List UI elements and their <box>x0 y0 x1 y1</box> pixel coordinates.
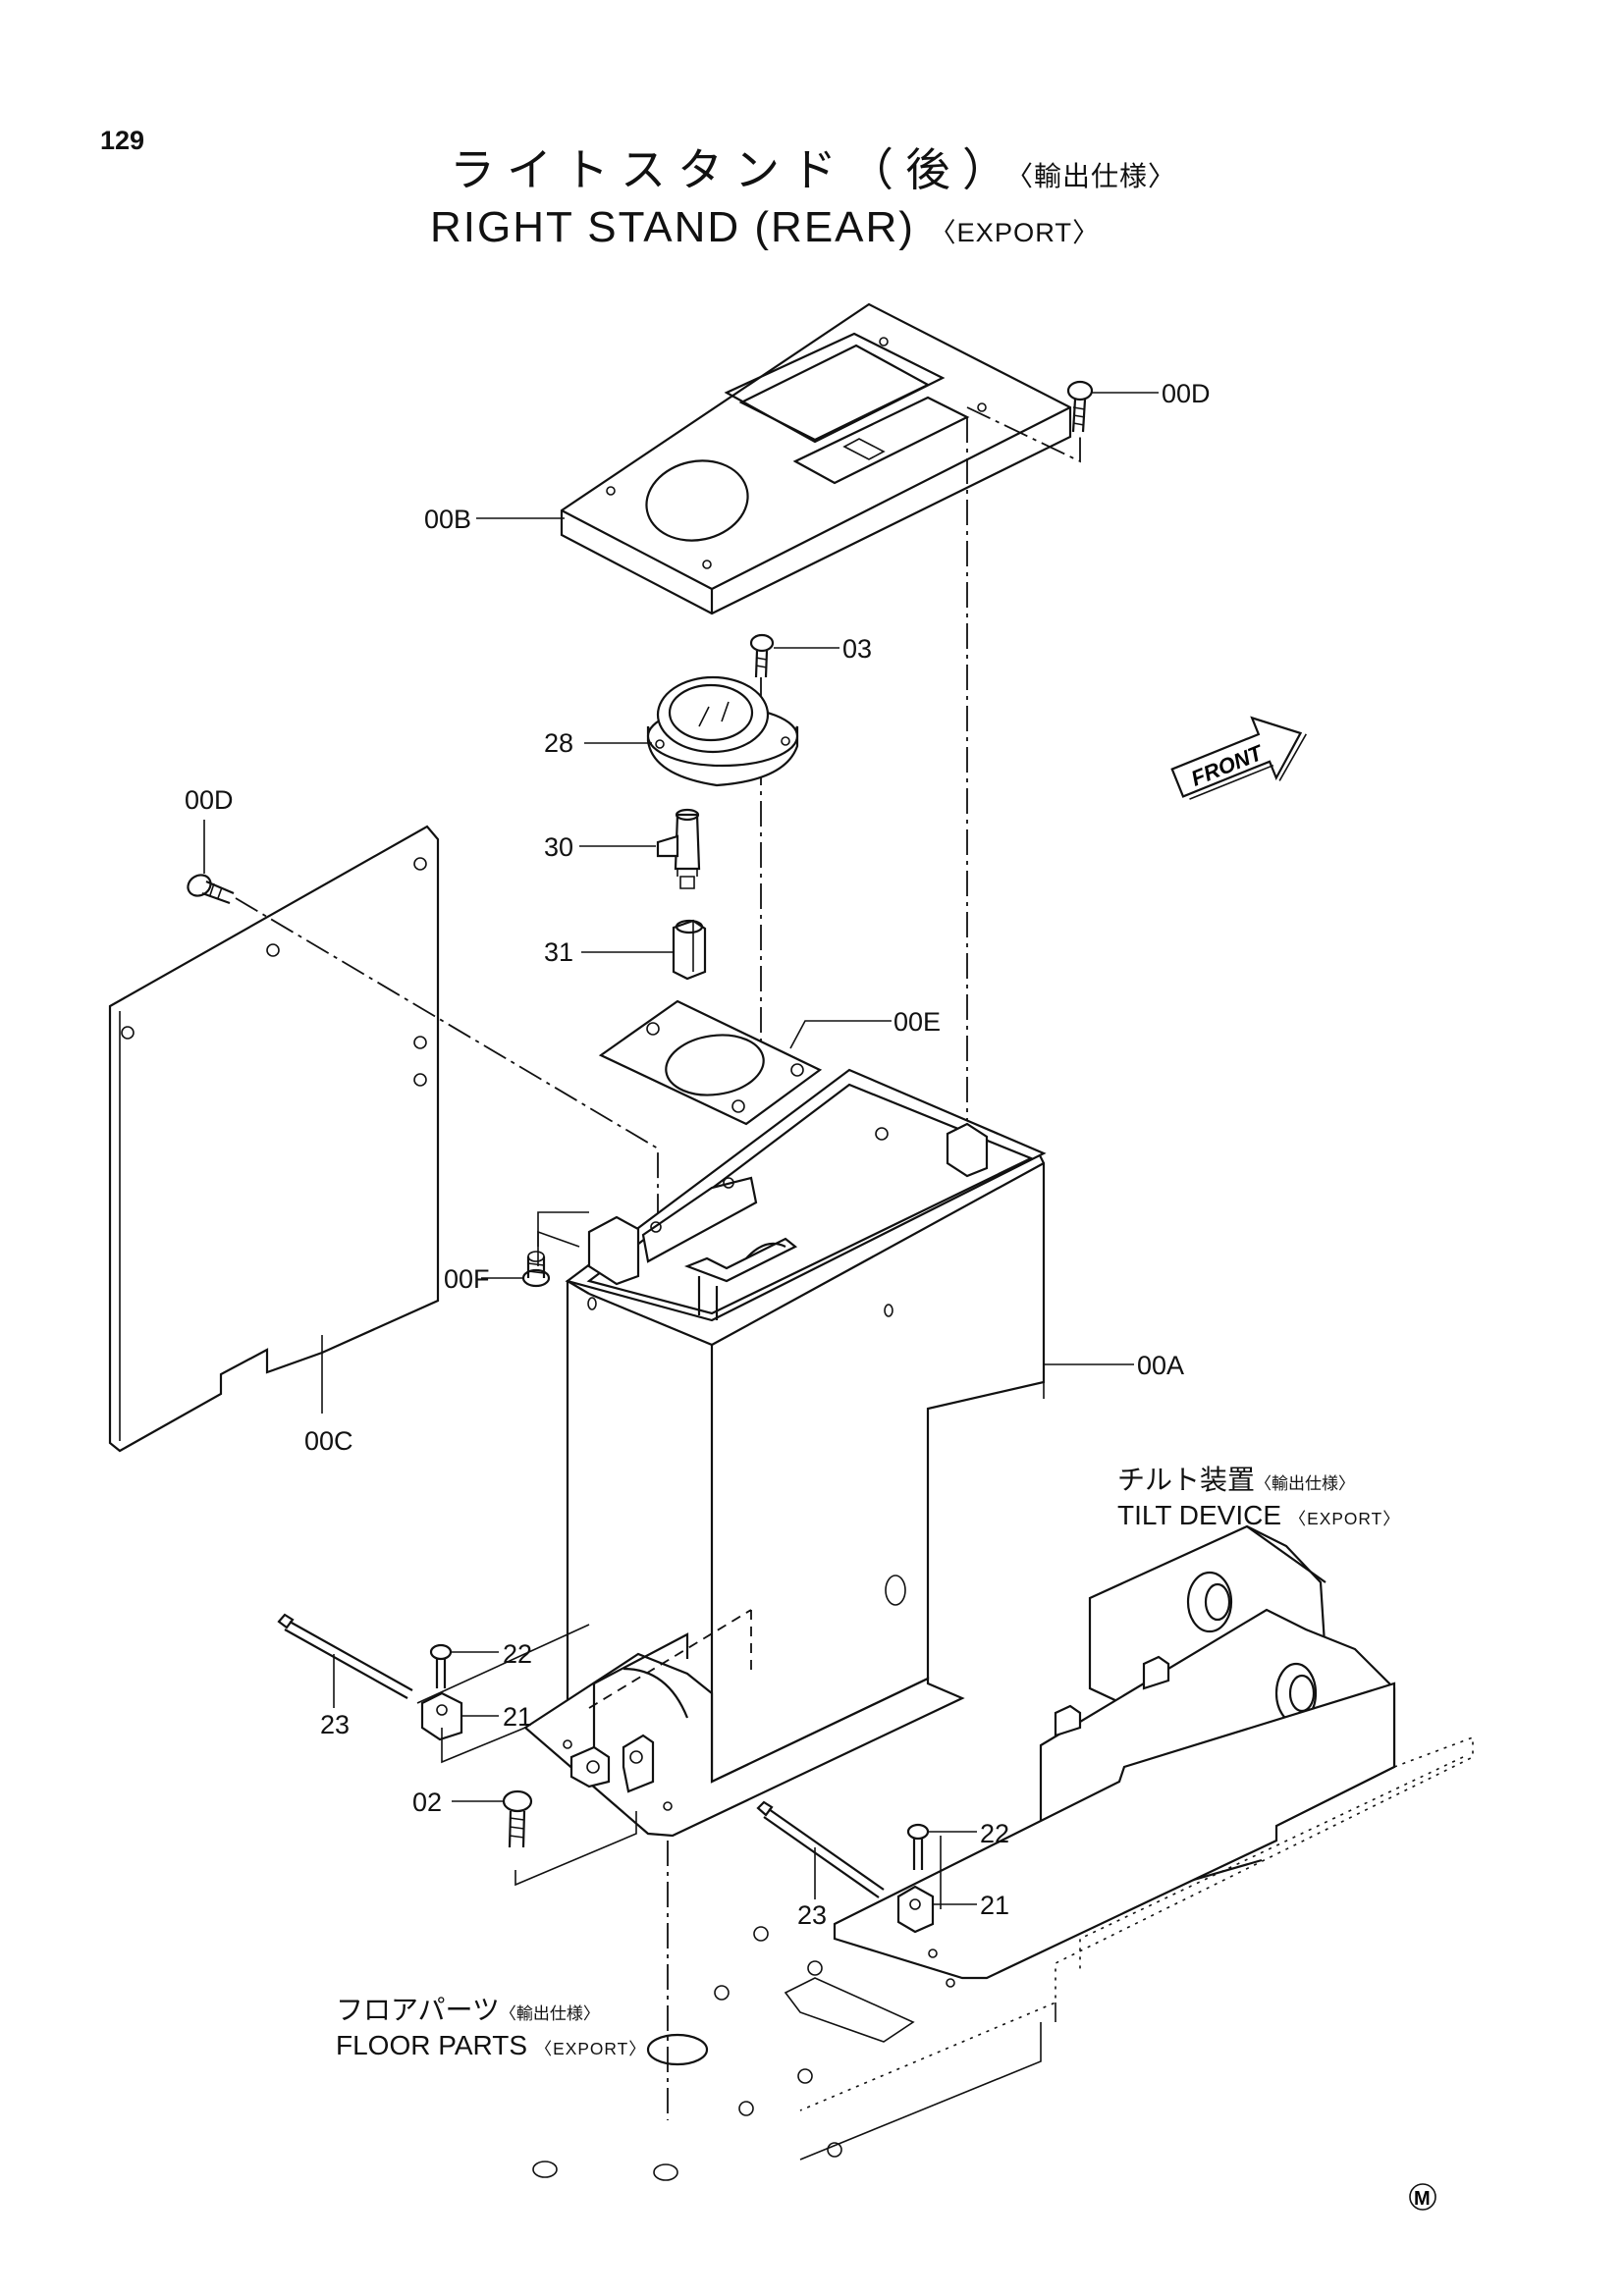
part-label-22-right: 22 <box>980 1819 1010 1848</box>
centerline-00d-left <box>235 897 659 1222</box>
callout-tilt-device-en-main: TILT DEVICE <box>1117 1500 1282 1530</box>
callout-tilt-device-en-suffix: 〈EXPORT〉 <box>1288 1509 1401 1528</box>
tie-line-left <box>416 1624 590 1704</box>
callout-floor-parts-en-main: FLOOR PARTS <box>336 2030 528 2060</box>
front-arrow-icon: FRONT <box>1170 716 1307 800</box>
part-label-00f: 00F <box>444 1264 490 1294</box>
corner-mark-letter: M <box>1414 2188 1431 2210</box>
leader-00e <box>789 1020 892 1049</box>
part-label-00c: 00C <box>304 1426 353 1456</box>
callout-floor-parts-en: FLOOR PARTS 〈EXPORT〉 <box>336 2032 647 2059</box>
part-label-28: 28 <box>544 728 574 758</box>
part-label-00b: 00B <box>424 505 472 534</box>
corner-mark: M <box>1409 2183 1436 2211</box>
stand-box-00a <box>565 1068 1047 1784</box>
clip-21-left <box>420 1691 463 1741</box>
screw-22-left <box>429 1643 453 1688</box>
bracket-line-21-left <box>441 1727 526 1764</box>
part-label-00e: 00E <box>893 1007 942 1037</box>
callout-floor-parts-jp-main: フロアパーツ <box>336 1994 500 2026</box>
part-label-23-left: 23 <box>320 1710 351 1739</box>
fitting-30 <box>656 808 701 889</box>
stand-base <box>523 1609 965 1838</box>
plate-00e <box>598 999 823 1126</box>
callout-tilt-device-en: TILT DEVICE 〈EXPORT〉 <box>1117 1502 1401 1529</box>
clip-21-right <box>896 1885 935 1934</box>
callout-tilt-device-jp-main: チルト装置 <box>1117 1464 1256 1496</box>
bolt-00d-left <box>187 874 235 905</box>
part-label-21-right: 21 <box>980 1891 1010 1920</box>
screw-22-right <box>906 1823 930 1870</box>
part-label-22-left: 22 <box>503 1639 533 1669</box>
title-english: RIGHT STAND (REAR) 〈EXPORT〉 <box>430 206 1100 249</box>
part-label-23-right: 23 <box>797 1900 828 1930</box>
bolt-00f <box>521 1251 551 1288</box>
part-label-00d-left: 00D <box>185 785 234 815</box>
bracket-line-00f-2 <box>537 1230 580 1266</box>
cable-tie-23-right <box>756 1800 885 1899</box>
part-label-31: 31 <box>544 937 574 967</box>
bracket-line-02 <box>514 1811 637 1887</box>
cable-tie-23-left <box>277 1613 413 1708</box>
side-cover-00c <box>108 825 440 1453</box>
callout-tilt-device-jp: チルト装置〈輸出仕様〉 <box>1117 1467 1355 1494</box>
title-japanese: ライトスタンド（後）〈輸出仕様〉 <box>450 147 1176 192</box>
bolt-02 <box>502 1789 533 1848</box>
part-label-21-left: 21 <box>503 1702 533 1732</box>
part-label-03: 03 <box>842 634 873 664</box>
cover-plate-00b <box>560 302 1072 615</box>
title-japanese-main: ライトスタンド（後） <box>450 143 1019 196</box>
title-japanese-suffix: 〈輸出仕様〉 <box>1019 160 1177 192</box>
bolt-00d-top <box>1066 380 1094 433</box>
gauge-28 <box>646 675 799 787</box>
part-label-30: 30 <box>544 832 574 862</box>
title-english-main: RIGHT STAND (REAR) <box>430 203 915 251</box>
part-label-00d-top: 00D <box>1162 379 1211 408</box>
page-number: 129 <box>100 126 145 155</box>
part-label-00a: 00A <box>1137 1351 1185 1380</box>
callout-floor-parts-en-suffix: 〈EXPORT〉 <box>534 2039 647 2058</box>
part-label-02: 02 <box>412 1788 443 1817</box>
nut-31 <box>672 919 707 981</box>
callout-floor-parts-jp-suffix: 〈輸出仕様〉 <box>499 2004 600 2024</box>
centerline-00d-top <box>966 406 1081 463</box>
callout-floor-parts-jp: フロアパーツ〈輸出仕様〉 <box>336 1997 600 2024</box>
screw-03 <box>749 633 775 678</box>
title-english-suffix: 〈EXPORT〉 <box>929 217 1101 247</box>
callout-tilt-device-jp-suffix: 〈輸出仕様〉 <box>1255 1474 1356 1494</box>
